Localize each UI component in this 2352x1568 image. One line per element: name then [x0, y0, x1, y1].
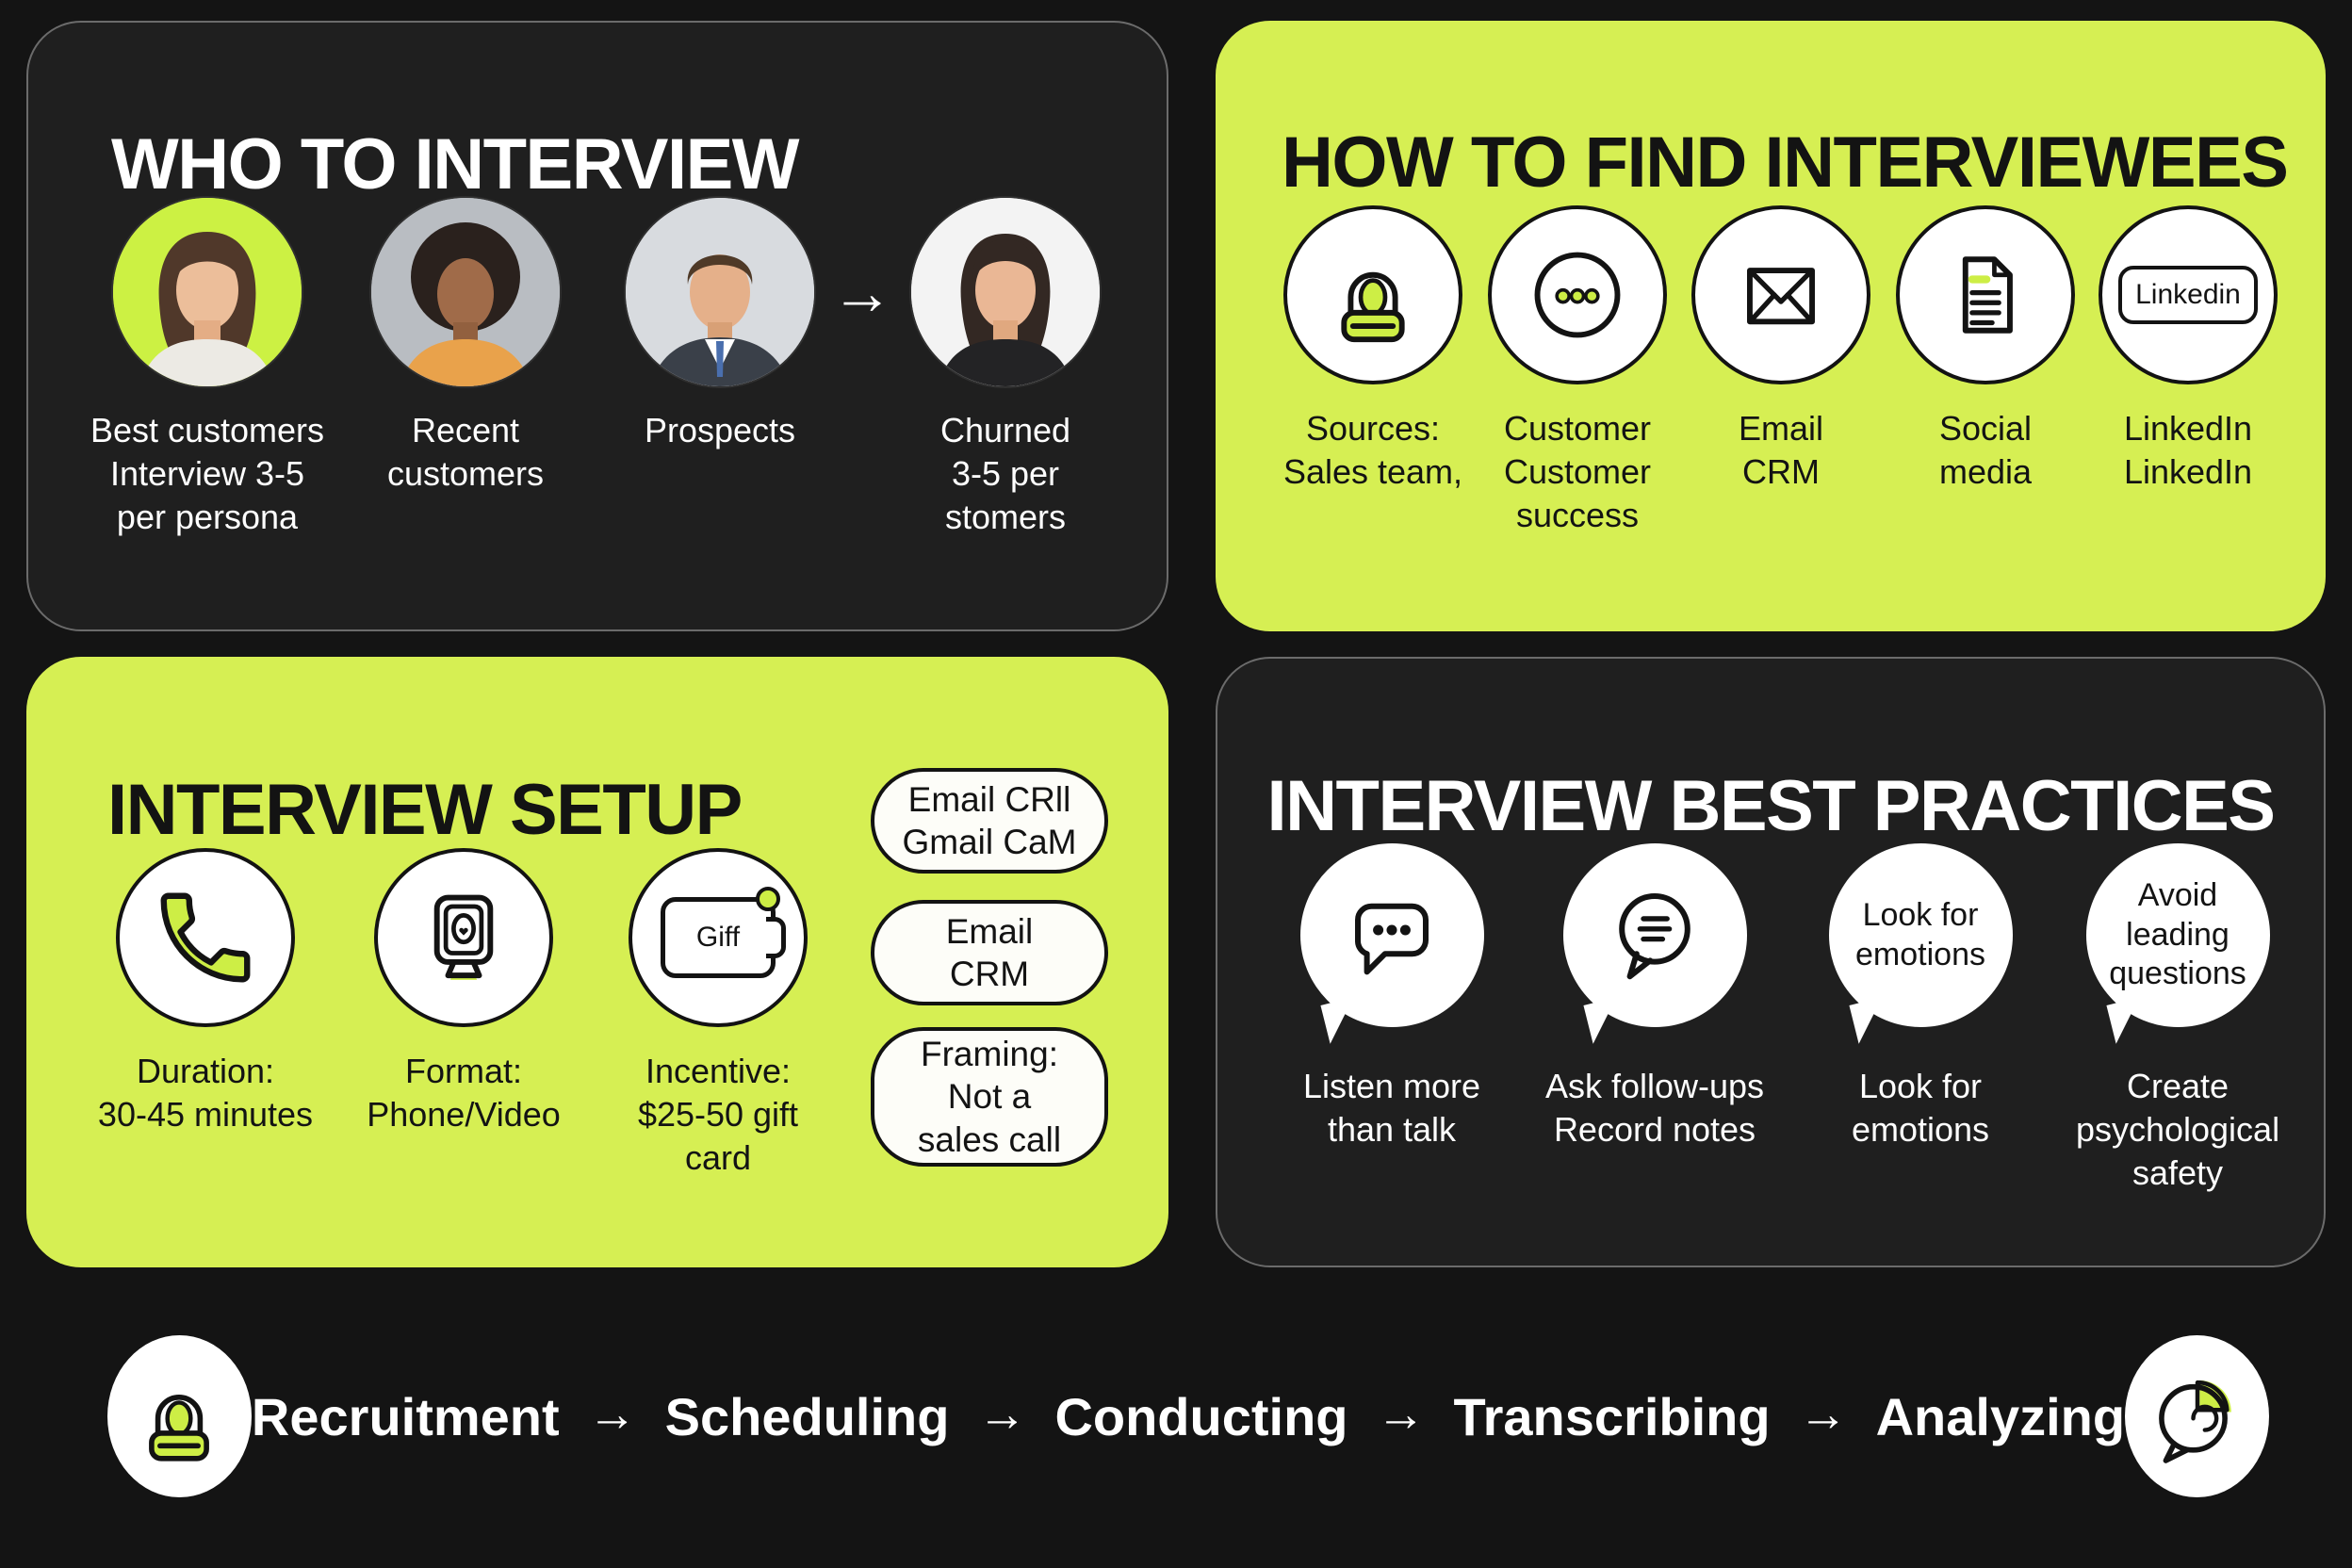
- step-recruitment: Recruitment: [251, 1386, 560, 1446]
- step-conducting: Conducting: [1054, 1386, 1348, 1446]
- woman-dark-top-avatar: [911, 198, 1100, 386]
- avatar: [113, 198, 302, 386]
- panel-who-to-interview: WHO TO INTERVIEW Best customers Intervie…: [26, 21, 1168, 631]
- panel-title: INTERVIEW BEST PRACTICES: [1266, 765, 2276, 846]
- linkedin-icon: Linkedin: [2099, 205, 2278, 384]
- panel-how-to-find: HOW TO FIND INTERVIEWEES Sources: Sales …: [1216, 21, 2326, 631]
- source-social-media: Social media: [1877, 205, 2094, 494]
- speech-bubble: Avoid leading questions: [2085, 843, 2270, 1027]
- gift-card-tab: [766, 917, 786, 958]
- arrow-icon: →: [1798, 1387, 1848, 1442]
- man-suit-avatar: [626, 198, 814, 386]
- panel-best-practices: INTERVIEW BEST PRACTICES Listen more tha…: [1216, 657, 2326, 1267]
- avatar: [911, 198, 1100, 386]
- video-call-icon: [374, 848, 553, 1027]
- woman-afro-avatar: [371, 198, 560, 386]
- arrow-icon: →: [1376, 1387, 1426, 1442]
- arrow-to-churned: →: [831, 257, 893, 327]
- panel-title: INTERVIEW SETUP: [107, 769, 743, 850]
- process-flow: Recruitment → Scheduling → Conducting → …: [107, 1327, 2269, 1506]
- linkedin-badge-text: Linkedin: [2118, 266, 2258, 324]
- setup-label: Format: Phone/Video: [367, 1052, 561, 1135]
- source-label: Email CRM: [1738, 409, 1824, 492]
- analyzing-chart-icon: [2125, 1335, 2269, 1497]
- practice-label: Look for emotions: [1851, 1067, 1990, 1150]
- source-customer-success: Customer Customer success: [1469, 205, 1686, 537]
- gift-card-dot: [756, 887, 780, 911]
- woman-long-hair-avatar: [113, 198, 302, 386]
- person-churned: Churned 3-5 per stomers: [888, 198, 1123, 539]
- gift-card-icon: Giff: [629, 848, 808, 1027]
- practice-followups: Ask follow-ups Record notes: [1536, 843, 1773, 1152]
- source-email-crm: Email CRM: [1673, 205, 1889, 494]
- source-label: Social media: [1938, 409, 2033, 492]
- person-label: Churned 3-5 per stomers: [939, 411, 1071, 537]
- source-label: Sources: Sales team,: [1282, 409, 1463, 492]
- person-label: Recent customers: [386, 411, 545, 494]
- step-transcribing: Transcribing: [1453, 1386, 1771, 1446]
- arrow-icon: →: [587, 1387, 637, 1442]
- document-icon: [1896, 205, 2075, 384]
- speech-bubble: [1299, 843, 1484, 1027]
- process-steps: Recruitment → Scheduling → Conducting → …: [252, 1386, 2125, 1447]
- gift-card-shape: Giff: [661, 887, 786, 978]
- person-label: Best customers Interview 3-5 per persona: [90, 411, 325, 537]
- speech-bubble: Look for emotions: [1828, 843, 2013, 1027]
- gift-card-text: Giff: [695, 922, 741, 953]
- step-analyzing: Analyzing: [1875, 1386, 2126, 1446]
- avatar: [626, 198, 814, 386]
- setup-incentive: Giff Incentive: $25-50 gift card: [600, 848, 836, 1180]
- support-person-icon: [1283, 205, 1462, 384]
- speech-bubble: [1562, 843, 1747, 1027]
- pill-email-crm: Email CRM: [871, 900, 1108, 1005]
- practice-label: Ask follow-ups Record notes: [1544, 1067, 1765, 1150]
- person-label: Prospects: [644, 411, 796, 449]
- practice-listen: Listen more than talk: [1273, 843, 1511, 1152]
- pill-framing: Framing: Not a sales call: [871, 1027, 1108, 1167]
- source-label: LinkedIn LinkedIn: [2123, 409, 2253, 492]
- setup-format: Format: Phone/Video: [346, 848, 581, 1136]
- chat-dots-icon: [1355, 903, 1429, 974]
- person-best-customers: Best customers Interview 3-5 per persona: [90, 198, 325, 539]
- person-prospects: Prospects: [602, 198, 838, 452]
- panel-title: WHO TO INTERVIEW: [111, 123, 800, 204]
- setup-label: Duration: 30-45 minutes: [97, 1052, 314, 1135]
- practice-safety: Avoid leading questions Create psycholog…: [2059, 843, 2296, 1195]
- pill-email-gmail: Email CRll Gmail CaM: [871, 768, 1108, 874]
- source-linkedin: Linkedin LinkedIn LinkedIn: [2080, 205, 2296, 494]
- phone-icon: [116, 848, 295, 1027]
- bubble-text: Look for emotions: [1855, 897, 1985, 972]
- panel-title: HOW TO FIND INTERVIEWEES: [1282, 122, 2289, 203]
- panel-interview-setup: INTERVIEW SETUP Duration: 30-45 minutes: [26, 657, 1168, 1267]
- source-label: Customer Customer success: [1503, 409, 1652, 535]
- chat-lines-icon: [1619, 892, 1690, 979]
- avatar: [371, 198, 560, 386]
- setup-label: Incentive: $25-50 gift card: [637, 1052, 799, 1178]
- arrow-icon: →: [977, 1387, 1027, 1442]
- setup-duration: Duration: 30-45 minutes: [88, 848, 323, 1136]
- practice-label: Create psychological safety: [2075, 1067, 2280, 1193]
- practice-emotions: Look for emotions Look for emotions: [1802, 843, 2039, 1152]
- envelope-icon: [1691, 205, 1870, 384]
- ellipsis-icon: [1488, 205, 1667, 384]
- person-recent-customers: Recent customers: [348, 198, 583, 496]
- step-scheduling: Scheduling: [664, 1386, 950, 1446]
- recruitment-person-icon: [107, 1335, 252, 1497]
- practice-label: Listen more than talk: [1302, 1067, 1481, 1150]
- source-sales-team: Sources: Sales team,: [1265, 205, 1481, 494]
- bubble-text: Avoid leading questions: [2109, 877, 2246, 992]
